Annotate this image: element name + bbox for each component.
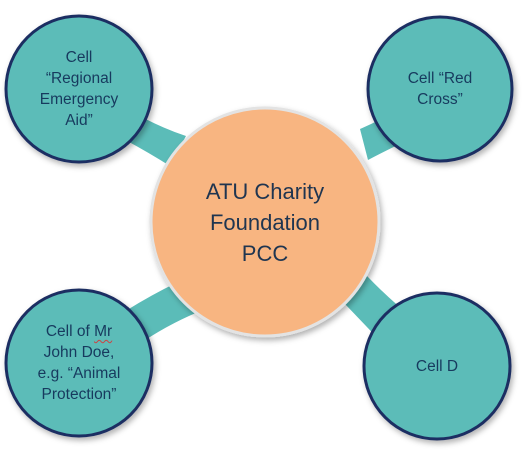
cell-bottom-left-label-post: John Doe, e.g. “Animal Protection” (37, 344, 121, 403)
center-label: ATU Charity Foundation PCC (205, 178, 325, 266)
cell-bottom-left-label: Cell of Mr John Doe, e.g. “Animal Protec… (14, 308, 144, 418)
cell-bottom-left-label-pre: Cell of (45, 323, 95, 340)
cell-top-right-circle (366, 15, 514, 163)
center-circle (149, 106, 381, 338)
cell-bottom-left-text: Cell of Mr John Doe, e.g. “Animal Protec… (38, 321, 121, 405)
cell-top-left-circle (4, 14, 154, 164)
cell-top-right-label: Cell “Red Cross” (407, 70, 473, 108)
spellcheck-underlined-word: Mr (94, 323, 113, 340)
cell-bottom-left-circle (4, 288, 154, 438)
cell-top-left-label: Cell “Regional Emergency Aid” (39, 49, 119, 129)
cell-bottom-right-circle (362, 291, 512, 441)
cell-bottom-right-label: Cell D (415, 357, 459, 375)
